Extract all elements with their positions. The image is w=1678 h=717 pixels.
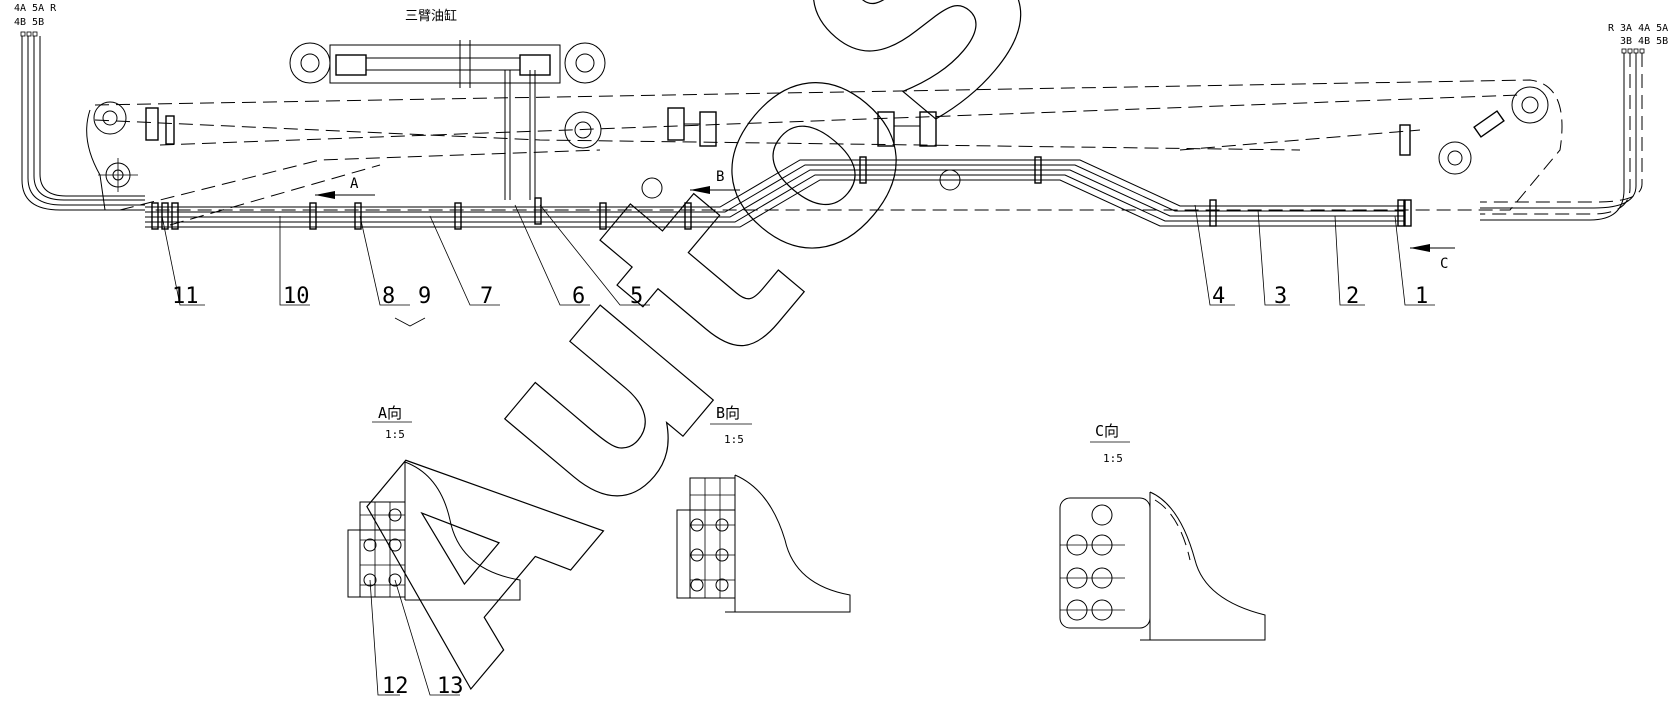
boom-clamps <box>667 107 937 147</box>
callout-13: 13 <box>437 674 464 699</box>
callout-10: 10 <box>283 284 310 309</box>
port-label-right-top: R 3A 4A 5A <box>1608 23 1668 34</box>
callout-11: 11 <box>172 284 199 309</box>
view-c-label: C向 <box>1095 422 1119 440</box>
direction-label-a: A <box>350 176 359 192</box>
callout-9: 9 <box>418 284 431 309</box>
port-box <box>20 31 26 37</box>
callout-3: 3 <box>1274 284 1287 309</box>
middle-pivot <box>564 111 961 199</box>
view-a-label: A向 <box>378 404 402 422</box>
direction-label-c: C <box>1440 256 1448 272</box>
drawing-title: 三臂油缸 <box>405 8 457 24</box>
port-box <box>1633 48 1639 54</box>
view-c-detail: C向 1:5 <box>1059 422 1266 641</box>
view-c-scale: 1:5 <box>1103 452 1123 465</box>
view-a-detail: A向 1:5 12 13 <box>347 404 521 699</box>
port-label-left-top: 4A 5A R <box>14 3 57 14</box>
callout-numbers: 11 10 8 9 7 6 5 4 3 2 1 <box>172 284 1428 309</box>
callout-1: 1 <box>1415 284 1428 309</box>
port-label-left-bottom: 4B 5B <box>14 17 44 28</box>
right-hose-bundle <box>1480 53 1643 221</box>
port-box <box>1627 48 1633 54</box>
callout-7: 7 <box>480 284 493 309</box>
direction-arrow-a: A <box>315 176 375 199</box>
left-hose-bundle <box>21 36 145 211</box>
watermark: AutoSoft <box>278 0 1382 717</box>
callout-6: 6 <box>572 284 585 309</box>
view-b-scale: 1:5 <box>724 433 744 446</box>
arm-cylinder <box>289 40 606 200</box>
callout-leaders <box>161 204 1435 327</box>
callout-2: 2 <box>1346 284 1359 309</box>
callout-8: 8 <box>382 284 395 309</box>
port-box <box>26 31 32 37</box>
port-box <box>1621 48 1627 54</box>
callout-5: 5 <box>630 284 643 309</box>
port-box <box>1639 48 1645 54</box>
view-b-detail: B向 1:5 <box>676 404 851 613</box>
direction-arrow-b: B <box>690 169 740 194</box>
view-a-scale: 1:5 <box>385 428 405 441</box>
callout-4: 4 <box>1212 284 1225 309</box>
direction-label-b: B <box>716 169 724 185</box>
view-b-label: B向 <box>716 404 740 422</box>
left-pivot <box>93 101 175 192</box>
right-pivot <box>1399 86 1549 175</box>
callout-12: 12 <box>382 674 409 699</box>
port-box <box>32 31 38 37</box>
direction-arrow-c: C <box>1410 244 1455 272</box>
port-label-right-bottom: 3B 4B 5B <box>1620 36 1668 47</box>
